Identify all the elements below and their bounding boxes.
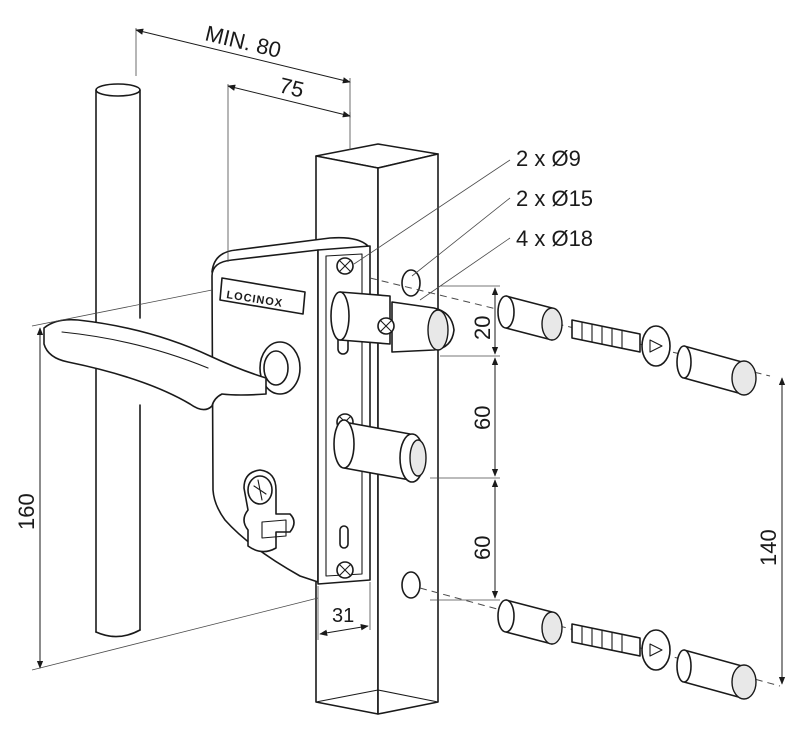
label-holes-large: 4 x Ø18 <box>516 226 593 251</box>
lock-body: LOCINOX <box>211 236 371 585</box>
lower-bolt <box>333 419 427 483</box>
upper-latch <box>330 291 455 353</box>
brand-logo: LOCINOX <box>219 277 306 315</box>
label-140: 140 <box>756 529 781 566</box>
door-handle <box>43 318 267 411</box>
dimension-75: 75 <box>227 73 351 262</box>
label-holes-medium: 2 x Ø15 <box>516 186 593 211</box>
label-75: 75 <box>277 73 307 103</box>
dimension-31: 31 <box>317 582 371 640</box>
dimension-vertical-chain: 20 60 60 <box>430 285 500 601</box>
label-20: 20 <box>470 316 495 340</box>
dimension-min-80: MIN. 80 <box>135 21 351 118</box>
tube-hole-bottom <box>401 571 421 599</box>
dimension-160: 160 <box>14 289 319 671</box>
lower-fastener-set <box>497 599 757 700</box>
hole-label-leaders <box>353 159 511 301</box>
label-160: 160 <box>14 493 39 530</box>
dimension-140: 140 <box>756 377 786 685</box>
label-31: 31 <box>332 605 354 627</box>
upper-fastener-set <box>497 295 757 396</box>
key-cylinder <box>243 469 295 553</box>
screw-icon <box>336 257 354 275</box>
handle-rosette <box>259 341 301 395</box>
screw-icon <box>336 561 354 579</box>
label-60-upper: 60 <box>470 406 495 430</box>
tube-hole-top <box>401 269 421 297</box>
label-holes-small: 2 x Ø9 <box>516 146 581 171</box>
label-60-lower: 60 <box>470 536 495 560</box>
